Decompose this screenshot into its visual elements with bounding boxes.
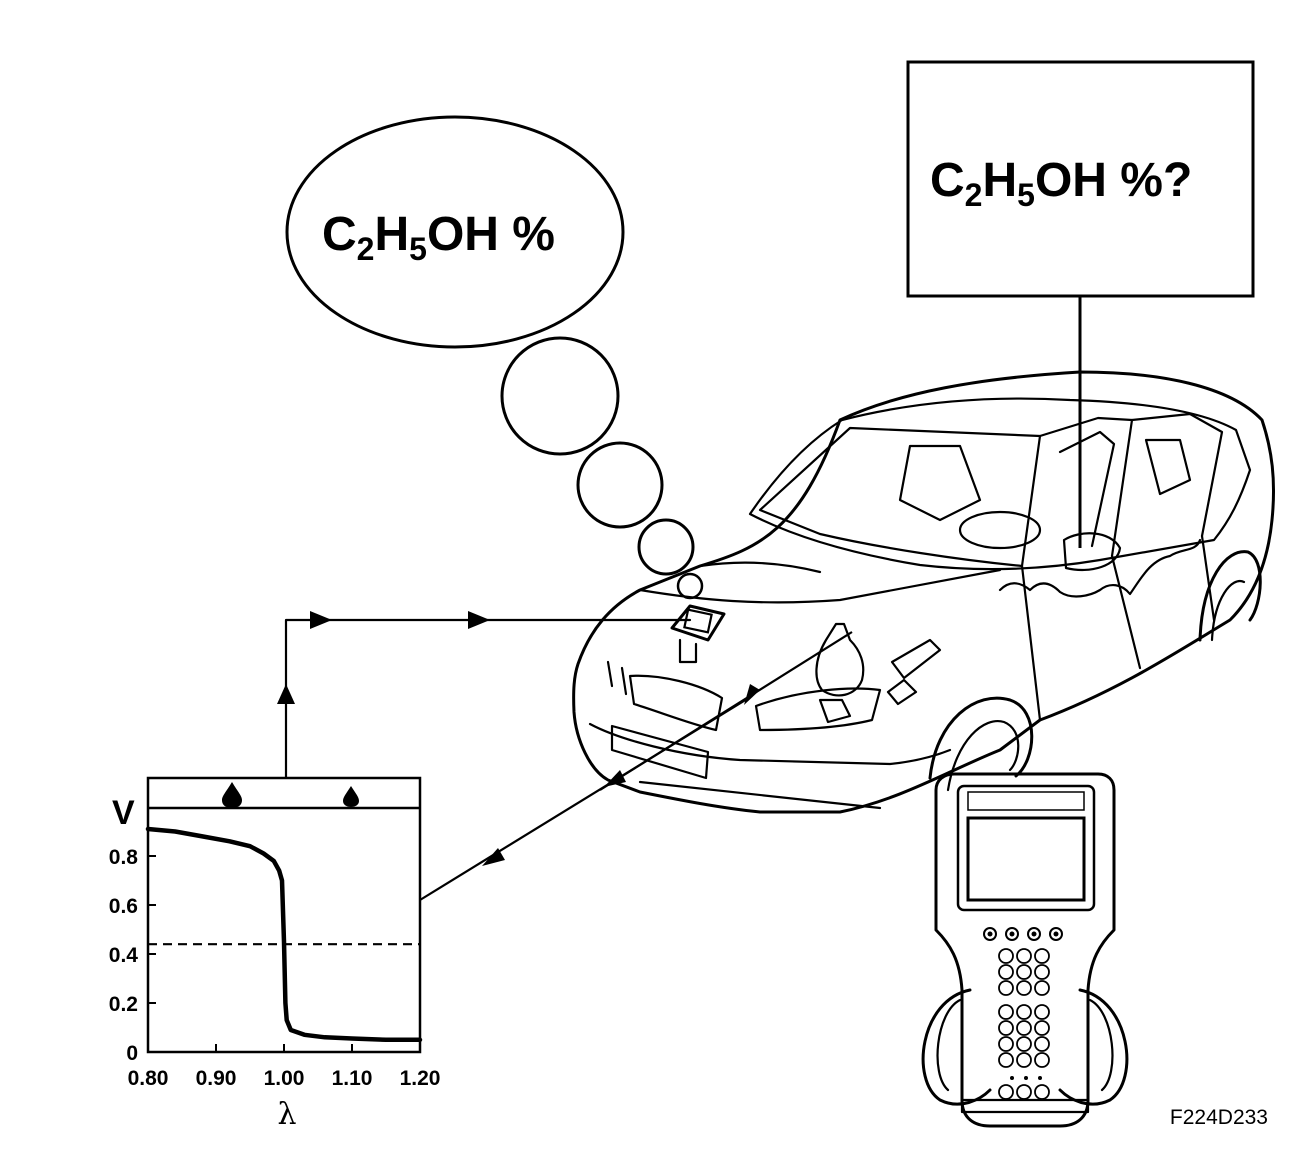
keypad-key xyxy=(998,964,1014,980)
signal-path-up xyxy=(284,618,692,780)
keypad-key xyxy=(1034,1052,1050,1068)
keypad-key xyxy=(1016,1004,1032,1020)
keypad-key xyxy=(1034,948,1050,964)
keypad-key xyxy=(1034,980,1050,996)
thought-bubble-dot-4 xyxy=(676,572,704,600)
ecu-icon xyxy=(683,608,713,634)
keypad-key xyxy=(998,1052,1014,1068)
keypad-indicator xyxy=(1038,1076,1042,1080)
keypad-key xyxy=(1016,1036,1032,1052)
thought-bubble: C2H5OH % xyxy=(285,115,704,600)
keypad-key xyxy=(1034,1020,1050,1036)
y-axis-label: V xyxy=(112,794,135,832)
thought-bubble-dot-2 xyxy=(576,441,664,529)
y-tick-label: 0 xyxy=(126,1042,138,1065)
signal-arrows xyxy=(277,611,853,901)
scan-tool-keypad xyxy=(998,948,1050,1100)
arrow-diag-icon-1 xyxy=(482,848,505,866)
keypad-key xyxy=(1016,1084,1032,1100)
x-tick-label: 1.00 xyxy=(264,1067,305,1090)
ethanol-query-box: C2H5OH %? xyxy=(906,60,1255,548)
scan-tool-screen xyxy=(966,816,1086,902)
fuel-drop-icon xyxy=(222,782,242,808)
keypad-indicator xyxy=(1024,1076,1028,1080)
query-box-frame xyxy=(906,60,1255,298)
scan-tool-function-keys xyxy=(983,927,1063,941)
arrow-right-icon-1 xyxy=(310,611,332,629)
y-tick-label: 0.2 xyxy=(109,993,138,1016)
fuel-drop-icon xyxy=(343,786,359,807)
feedback-line xyxy=(419,695,753,901)
figure-code: F224D233 xyxy=(1170,1106,1268,1129)
x-tick-label: 1.20 xyxy=(400,1067,441,1090)
keypad-key xyxy=(1034,1084,1050,1100)
keypad-key xyxy=(1016,948,1032,964)
keypad-key xyxy=(998,980,1014,996)
query-box-formula: C2H5OH %? xyxy=(930,154,1192,213)
keypad-key xyxy=(1034,1004,1050,1020)
y-tick-label: 0.4 xyxy=(109,944,139,967)
keypad-key xyxy=(1016,980,1032,996)
arrow-up-icon xyxy=(277,684,295,704)
keypad-key xyxy=(998,948,1014,964)
keypad-key xyxy=(1034,964,1050,980)
x-tick-label: 0.80 xyxy=(128,1067,169,1090)
keypad-key xyxy=(998,1036,1014,1052)
chart-header-symbols xyxy=(222,782,359,808)
x-tick-label: 1.10 xyxy=(332,1067,373,1090)
thought-bubble-dot-3 xyxy=(637,518,695,576)
keypad-key xyxy=(1034,1036,1050,1052)
y-tick-label: 0.6 xyxy=(109,895,138,918)
arrow-diag-icon-2 xyxy=(604,770,626,787)
keypad-key xyxy=(1016,1020,1032,1036)
thought-bubble-formula: C2H5OH % xyxy=(322,208,555,267)
voltage-curve xyxy=(145,826,423,1043)
y-tick-label: 0.8 xyxy=(109,846,139,869)
x-axis-label: λ xyxy=(277,1097,296,1132)
keypad-key xyxy=(998,1084,1014,1100)
keypad-indicator xyxy=(1010,1076,1014,1080)
diagnostic-scan-tool xyxy=(921,772,1129,1128)
car-illustration xyxy=(572,370,1276,814)
thought-bubble-dot-1 xyxy=(500,336,620,456)
keypad-key xyxy=(998,1020,1014,1036)
thought-bubble-outline xyxy=(285,115,625,349)
lambda-chart: 0.80 0.90 1.00 1.10 1.20 0 0.2 0.4 0.6 0.8 V λ xyxy=(109,776,441,1132)
keypad-key xyxy=(998,1004,1014,1020)
arrow-diag-icon-3 xyxy=(744,684,760,705)
keypad-key xyxy=(1016,1052,1032,1068)
chart-ticks: 0.80 0.90 1.00 1.10 1.20 0 0.2 0.4 0.6 0.8 xyxy=(109,846,441,1090)
keypad-key xyxy=(1016,964,1032,980)
arrow-right-icon-2 xyxy=(468,611,490,629)
x-tick-label: 0.90 xyxy=(196,1067,237,1090)
